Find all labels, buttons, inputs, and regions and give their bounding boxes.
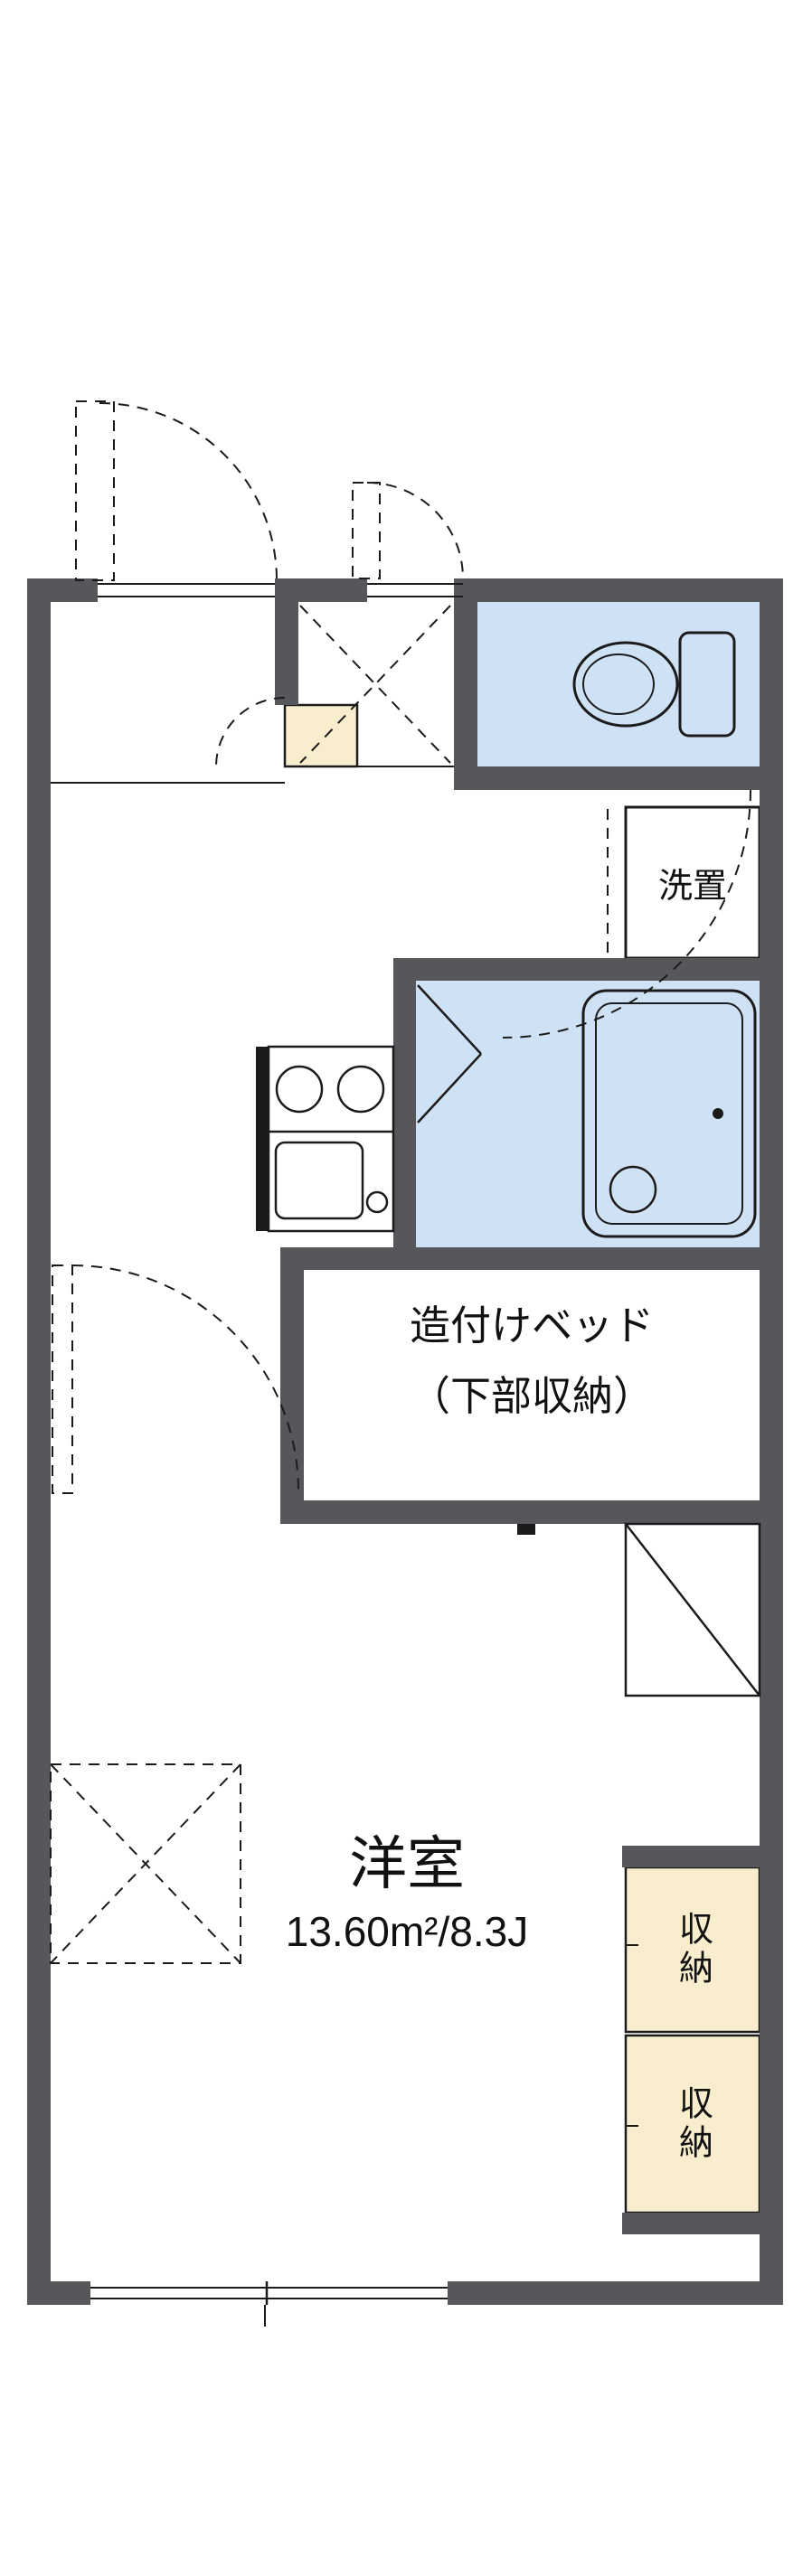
- placement-box-diagonal: [50, 1763, 241, 1964]
- door-swings: [50, 400, 751, 1964]
- bath-door-leaf: [417, 984, 482, 1055]
- wall-left: [27, 578, 51, 2305]
- fixtures: [256, 631, 761, 2127]
- room-floors: [283, 602, 761, 2214]
- toilet-tank: [678, 631, 736, 738]
- toilet-bowl: [572, 641, 679, 728]
- kitchen-unit: [256, 1045, 395, 1233]
- room-name: 洋室: [349, 1831, 465, 1896]
- bath-drain-icon: [609, 1165, 657, 1214]
- wall-bottom-b: [448, 2281, 783, 2305]
- window-opening: [90, 2281, 448, 2305]
- refrigerator-space: [624, 1522, 761, 1697]
- doorway-thresholds: [98, 583, 463, 597]
- closet-lower-label: 収納: [673, 2085, 712, 2163]
- toilet-door-swing: [502, 789, 751, 1039]
- bathtub-icon: [581, 989, 757, 1238]
- bathroom-floor: [416, 981, 760, 1247]
- wall-right: [760, 578, 783, 2305]
- wall-bed-bottom: [280, 1500, 783, 1524]
- sink-icon: [274, 1141, 364, 1220]
- bath-faucet-dot: [713, 1108, 723, 1119]
- wall-closet-top: [622, 1846, 783, 1867]
- stove-burner-icon: [275, 1065, 324, 1114]
- toilet-icon: [572, 631, 736, 738]
- kitchen-outline: [267, 1045, 395, 1233]
- wall-closet-bottom: [622, 2213, 783, 2234]
- closet-upper-floor: [624, 1866, 761, 2034]
- wall-toilet-left: [454, 578, 477, 790]
- room-door-leaf: [52, 1264, 73, 1494]
- wall-bath-left: [393, 958, 416, 1270]
- genkan-door-swing: [366, 482, 464, 579]
- bathtub-inner: [595, 1002, 743, 1225]
- genkan-hatch-line: [299, 605, 451, 764]
- bath-folding-door: [417, 984, 482, 1123]
- wall-genkan-stub: [275, 578, 298, 705]
- room-area: 13.60m²/8.3J: [285, 1908, 529, 1955]
- entrance-door-swing: [99, 402, 278, 581]
- genkan-door-leaf: [352, 482, 381, 579]
- room-door-swing: [71, 1264, 299, 1492]
- window: [90, 2281, 448, 2327]
- entrance-door-leaf: [75, 400, 115, 581]
- wall-top-c: [463, 578, 783, 602]
- refrigerator-space-outline: [624, 1522, 761, 1697]
- bathtub-outer: [581, 989, 757, 1238]
- washer-space-label: 洗置: [657, 867, 727, 906]
- bath-door-leaf: [417, 1053, 482, 1123]
- genkan-hatch-line: [299, 605, 451, 764]
- shoe-cabinet: [283, 703, 359, 768]
- built-in-bed-label-line2: （下部収納）: [409, 1373, 654, 1419]
- genkan-area: [51, 605, 454, 784]
- stove-burner-icon: [336, 1065, 385, 1114]
- built-in-bed-label: 造付けベッド （下部収納）: [304, 1291, 760, 1432]
- closet-upper-label: 収納: [673, 1911, 712, 1988]
- wall-bed-left: [280, 1247, 304, 1524]
- interior-walls: [275, 578, 783, 2234]
- sink-drain-icon: [365, 1190, 389, 1214]
- wall-toilet-bottom: [477, 766, 783, 790]
- bed-wall-notch: [517, 1524, 535, 1535]
- exterior-walls: [27, 578, 783, 2305]
- kitchen-counter-end: [256, 1047, 269, 1231]
- main-room-label: 洋室 13.60m²/8.3J: [172, 1824, 642, 1960]
- wall-top-a: [27, 578, 98, 602]
- wall-bath-top: [416, 958, 783, 981]
- shoe-cabinet-door-swing: [215, 697, 286, 767]
- toilet-bowl-inner: [582, 653, 655, 715]
- wall-bed-top: [280, 1247, 783, 1270]
- toilet-room-floor: [477, 602, 760, 766]
- built-in-bed-label-line1: 造付けベッド: [409, 1302, 654, 1349]
- furniture-placement-box: [50, 1763, 241, 1964]
- placement-box-outline: [50, 1763, 241, 1964]
- wall-bottom-a: [27, 2281, 90, 2305]
- refrigerator-space-diagonal: [625, 1523, 760, 1697]
